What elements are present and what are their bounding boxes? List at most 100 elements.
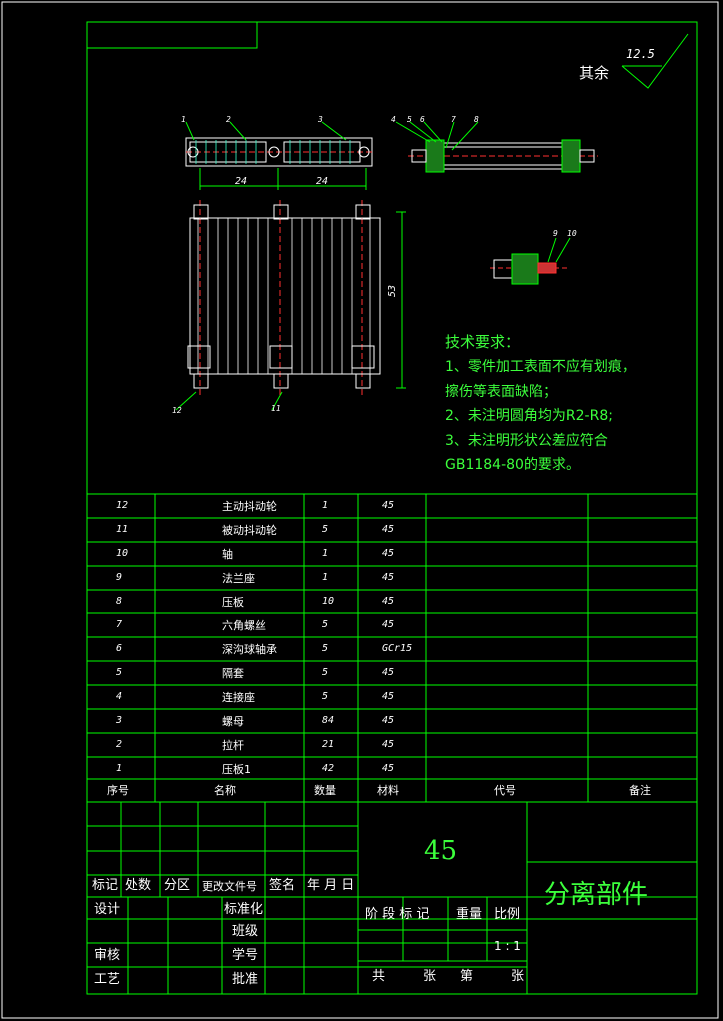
dimension-53: 53 xyxy=(387,284,399,298)
label-review: 审核 xyxy=(94,948,121,963)
callout-5: 5 xyxy=(407,115,412,124)
rev-count: 处数 xyxy=(125,878,152,893)
drawing-name: 分离部件 xyxy=(544,880,649,910)
bom-row-name: 主动抖动轮 xyxy=(222,500,277,513)
bom-row-number: 9 xyxy=(116,572,123,583)
bom-row-number: 10 xyxy=(116,548,129,559)
bom-row-material: GCr15 xyxy=(382,643,413,654)
bom-row-quantity: 21 xyxy=(322,739,335,750)
bom-row-quantity: 5 xyxy=(322,691,329,702)
bom-header-no: 序号 xyxy=(107,784,129,797)
callout-4: 4 xyxy=(391,115,396,124)
callout-6: 6 xyxy=(420,115,425,124)
sheet-total-unit: 张 xyxy=(423,969,437,984)
bom-row-number: 8 xyxy=(116,596,123,607)
material-value: 45 xyxy=(424,836,458,866)
tech-req-heading: 技术要求： xyxy=(445,333,521,351)
bom-row-name: 连接座 xyxy=(222,691,255,704)
callout-12: 12 xyxy=(172,406,182,415)
label-scale: 比例 xyxy=(494,907,521,922)
bom-row-material: 45 xyxy=(382,524,395,535)
bom-row-quantity: 42 xyxy=(322,763,335,774)
detail-view xyxy=(490,237,571,285)
bom-header-code: 代号 xyxy=(494,784,516,797)
bom-row-number: 3 xyxy=(116,715,123,726)
bom-row-material: 45 xyxy=(382,739,395,750)
bom-row-material: 45 xyxy=(382,548,395,559)
bom-header-remark: 备注 xyxy=(629,784,651,797)
bom-header-qty: 数量 xyxy=(314,784,336,797)
bom-row-name: 深沟球轴承 xyxy=(222,643,277,656)
bom-row-number: 5 xyxy=(116,667,123,678)
roughness-symbol xyxy=(621,33,689,89)
label-standardization: 标准化 xyxy=(224,902,264,917)
bom-row-quantity: 5 xyxy=(322,524,329,535)
dimension-24-right: 24 xyxy=(316,176,329,187)
bom-table-lines xyxy=(87,493,697,803)
bom-row-name: 法兰座 xyxy=(222,572,255,585)
label-weight: 重量 xyxy=(456,907,483,922)
tech-req-line-2: 擦伤等表面缺陷； xyxy=(445,384,557,400)
sheet-no-label: 第 xyxy=(460,969,474,984)
bom-row-quantity: 5 xyxy=(322,619,329,630)
bom-row-name: 六角螺丝 xyxy=(222,619,266,632)
bom-row-number: 2 xyxy=(116,739,123,750)
bom-row-material: 45 xyxy=(382,500,395,511)
tech-req-line-5: GB1184-80的要求。 xyxy=(445,457,580,473)
bom-row-quantity: 1 xyxy=(322,500,329,511)
bom-row-quantity: 10 xyxy=(322,596,335,607)
top-view xyxy=(185,121,373,190)
bom-row-quantity: 84 xyxy=(322,715,335,726)
bom-row-quantity: 5 xyxy=(322,643,329,654)
roughness-value: 12.5 xyxy=(626,47,655,61)
callout-11: 11 xyxy=(271,404,281,413)
roughness-prefix: 其余 xyxy=(579,64,610,82)
bom-row-name: 螺母 xyxy=(222,715,244,728)
label-design: 设计 xyxy=(94,902,121,917)
bom-row-material: 45 xyxy=(382,667,395,678)
bom-row-material: 45 xyxy=(382,715,395,726)
bom-row-number: 7 xyxy=(116,619,123,630)
callout-10: 10 xyxy=(567,229,577,238)
dimension-24-left: 24 xyxy=(235,176,248,187)
rev-zone: 分区 xyxy=(164,878,191,893)
corner-tag-box xyxy=(87,22,258,49)
label-process: 工艺 xyxy=(94,972,121,987)
bom-row-material: 45 xyxy=(382,691,395,702)
bom-row-name: 压板1 xyxy=(222,763,251,776)
title-block-lines xyxy=(87,802,697,994)
bom-row-number: 4 xyxy=(116,691,123,702)
rev-doc: 更改文件号 xyxy=(202,880,257,893)
bom-row-material: 45 xyxy=(382,619,395,630)
bom-row-material: 45 xyxy=(382,596,395,607)
bom-row-material: 45 xyxy=(382,763,395,774)
bom-row-name: 隔套 xyxy=(222,667,244,680)
bom-row-name: 压板 xyxy=(222,596,244,609)
tech-req-line-1: 1、零件加工表面不应有划痕， xyxy=(445,359,636,375)
bom-row-name: 拉杆 xyxy=(222,739,244,752)
bom-header-name: 名称 xyxy=(214,784,236,797)
callout-9: 9 xyxy=(553,229,558,238)
label-approve: 批准 xyxy=(232,972,259,987)
rev-mark: 标记 xyxy=(92,878,119,893)
label-stage: 阶 段 标 记 xyxy=(365,907,430,922)
rev-sign: 签名 xyxy=(269,878,296,893)
bom-row-number: 11 xyxy=(116,524,129,535)
bom-row-quantity: 5 xyxy=(322,667,329,678)
callout-1: 1 xyxy=(181,115,186,124)
sheet-total-label: 共 xyxy=(372,969,386,984)
rev-date: 年 月 日 xyxy=(307,878,355,893)
bom-header-material: 材料 xyxy=(377,784,399,797)
bom-row-number: 1 xyxy=(116,763,123,774)
bom-row-material: 45 xyxy=(382,572,395,583)
label-student-id: 学号 xyxy=(232,948,259,963)
bom-row-number: 6 xyxy=(116,643,123,654)
scale-value: 1 : 1 xyxy=(494,939,521,953)
front-view xyxy=(175,200,406,411)
bom-row-name: 被动抖动轮 xyxy=(222,524,277,537)
label-class: 班级 xyxy=(232,924,259,939)
tech-req-line-4: 3、未注明形状公差应符合 xyxy=(445,433,608,449)
callout-7: 7 xyxy=(451,115,456,124)
